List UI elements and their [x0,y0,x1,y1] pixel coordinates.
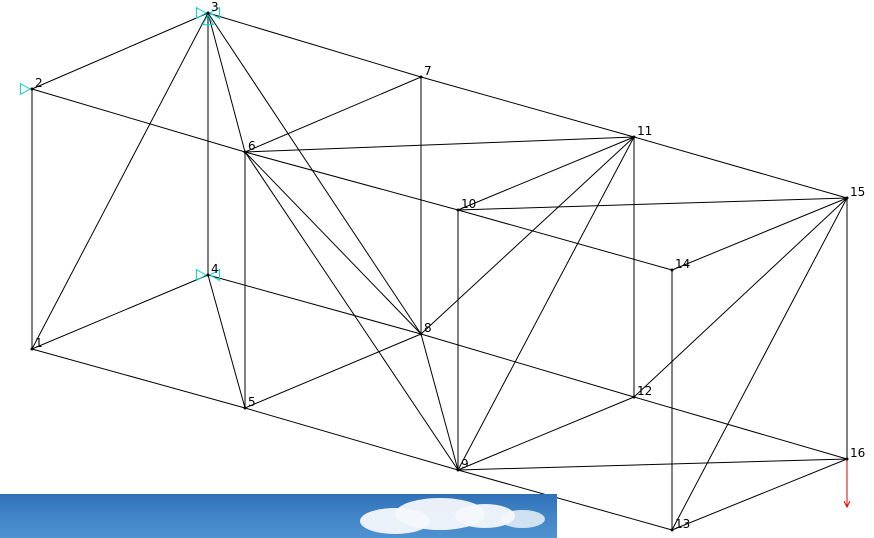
member-5-9 [244,407,459,471]
node-16-label: 16 [850,446,865,460]
node-10-marker [456,208,460,212]
node-3-marker [206,11,210,15]
node-14-marker [670,268,674,272]
member-9-11 [457,136,635,471]
node-4-marker [206,273,210,277]
node-14-label: 14 [675,257,690,271]
node-15-label: 15 [850,185,865,199]
node-12-label: 12 [637,384,652,398]
node-9-marker [456,468,460,472]
member-7-11 [420,76,635,138]
member-4-5 [207,274,246,409]
member-3-7 [207,12,422,78]
node-9-label: 9 [461,457,469,471]
member-8-12 [420,333,635,398]
node-7-label: 7 [424,64,432,78]
member-12-16 [633,396,848,460]
member-8-9 [420,333,459,471]
member-9-13 [457,469,673,531]
member-6-11 [244,136,635,153]
node-8-marker [419,332,423,336]
member-8-5 [244,333,422,409]
node-1-label: 1 [35,336,43,350]
member-9-16 [457,458,848,471]
node-12-marker [632,395,636,399]
node-10-label: 10 [461,197,476,211]
member-4-8 [207,274,422,335]
node-11-label: 11 [637,124,652,138]
load-node-16-arrow-icon [843,459,851,509]
member-3-6 [207,12,246,153]
member-14-15 [671,197,848,271]
support-node-2-icon [19,82,32,96]
members-layer [31,12,848,531]
node-16-marker [845,457,849,461]
member-6-8 [244,151,422,335]
node-1-marker [30,347,34,351]
member-1-5 [31,348,246,409]
node-7-marker [419,75,423,79]
sky-image-fragment [0,494,557,538]
member-2-6 [31,88,246,153]
member-12-15 [633,197,848,398]
node-15-marker [845,196,849,200]
supports-layer [19,6,221,282]
member-4-1 [31,274,209,350]
member-10-11 [457,136,635,211]
node-6-marker [243,150,247,154]
support-node-3-icon [195,6,221,26]
node-2-label: 2 [35,76,43,90]
node-5-marker [243,406,247,410]
node-11-marker [632,135,636,139]
node-2-marker [30,87,34,91]
member-10-15 [457,197,848,211]
node-8-label: 8 [424,321,432,335]
member-6-7 [244,76,422,153]
node-13-marker [670,528,674,532]
member-6-10 [244,151,459,211]
member-1-3 [31,12,209,350]
member-2-3 [31,12,209,90]
member-11-15 [633,136,848,199]
member-6-9 [244,151,459,471]
member-8-11 [420,136,635,335]
member-10-14 [457,209,673,271]
member-3-8 [207,12,422,335]
node-6-label: 6 [248,139,256,153]
member-16-13 [671,458,848,531]
node-4-label: 4 [211,262,219,276]
member-12-9 [457,396,635,471]
node-3-label: 3 [211,0,219,14]
support-node-4-icon [195,268,221,282]
loads-layer [843,459,851,509]
member-13-15 [671,197,848,531]
node-13-label: 13 [675,517,690,531]
node-5-label: 5 [248,395,256,409]
